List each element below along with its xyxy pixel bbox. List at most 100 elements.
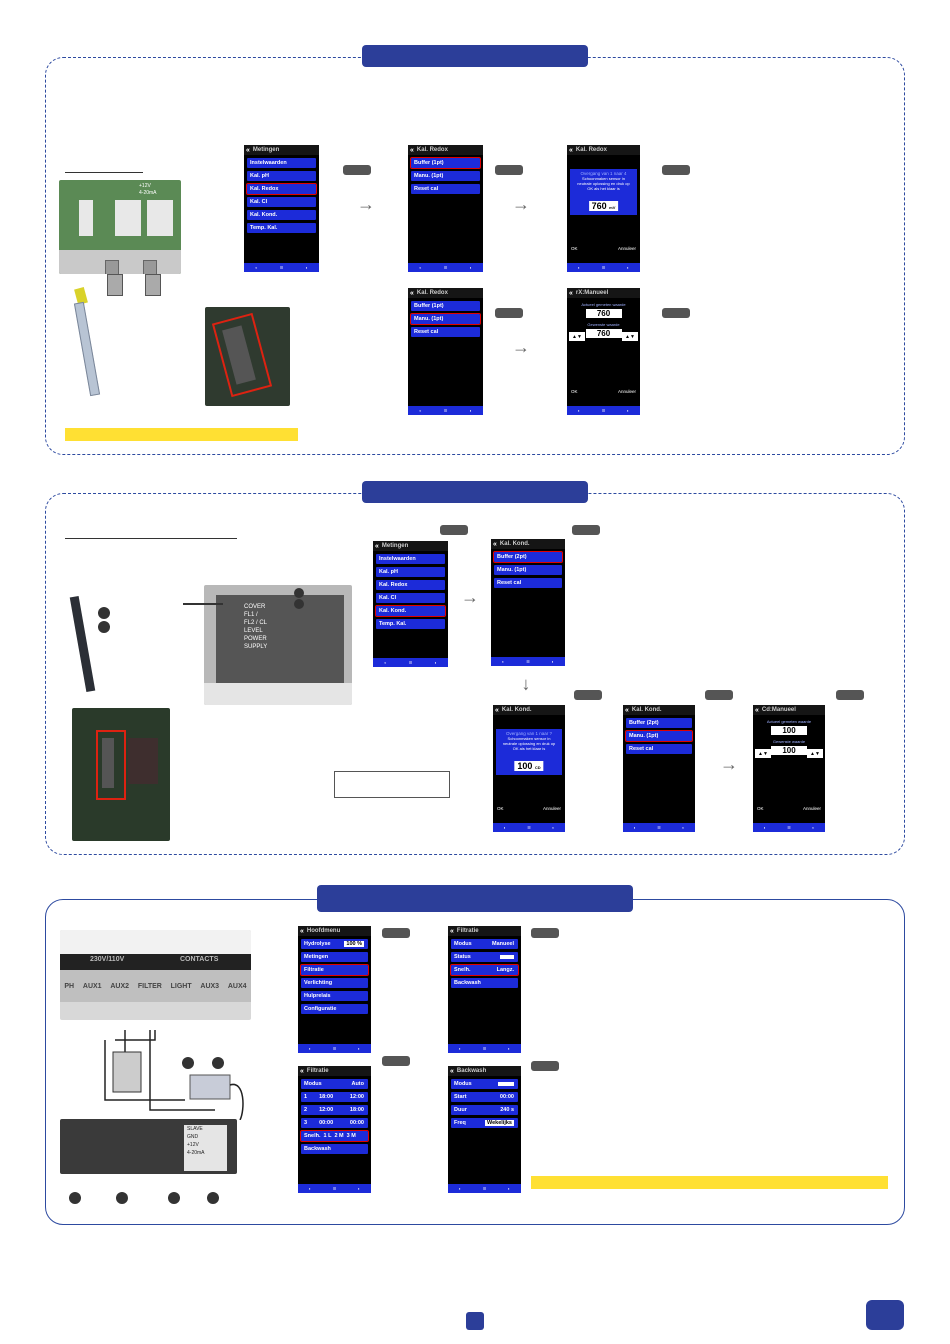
menu-icon[interactable]: ☰ (279, 265, 284, 270)
home-icon[interactable]: ◐ (503, 825, 507, 830)
info-icon[interactable]: ◐ (469, 408, 472, 413)
menu-item-manu[interactable]: Manu. (1pt) (625, 730, 693, 742)
back-icon[interactable]: « (300, 927, 304, 935)
info-icon[interactable]: ◐ (357, 1186, 361, 1191)
info-icon[interactable]: ◐ (507, 1186, 511, 1191)
info-icon[interactable]: ◐ (626, 408, 630, 413)
home-icon[interactable]: ◐ (419, 265, 422, 270)
menu-icon[interactable]: ☰ (443, 408, 448, 413)
home-icon[interactable]: ◐ (501, 659, 505, 664)
decrement-stepper[interactable]: ▲▼ (569, 332, 585, 341)
menu-item-reset-cal[interactable]: Reset cal (626, 744, 692, 754)
back-icon[interactable]: « (450, 1067, 454, 1075)
back-icon[interactable]: « (495, 706, 499, 714)
menu-item-instelwaarden[interactable]: Instelwaarden (247, 158, 316, 168)
menu-icon[interactable]: ☰ (482, 1186, 487, 1191)
back-icon[interactable]: « (410, 289, 414, 297)
info-icon[interactable]: ◐ (507, 1046, 511, 1051)
menu-icon[interactable]: ☰ (601, 265, 606, 270)
home-icon[interactable]: ◐ (255, 265, 258, 270)
info-icon[interactable]: ◐ (469, 265, 472, 270)
menu-item-buffer[interactable]: Buffer (2pt) (626, 718, 692, 728)
home-icon[interactable]: ◐ (384, 660, 387, 665)
home-icon[interactable]: ◐ (577, 265, 581, 270)
increment-stepper[interactable]: ▲▼ (807, 749, 823, 758)
menu-item-kal-redox[interactable]: Kal. Redox (376, 580, 445, 590)
menu-item-manu[interactable]: Manu. (1pt) (494, 565, 562, 575)
info-icon[interactable]: ◐ (811, 825, 815, 830)
back-icon[interactable]: « (493, 540, 497, 548)
menu-item-kal-redox[interactable]: Kal. Redox (246, 183, 317, 195)
ok-button[interactable]: OK (497, 806, 504, 811)
cancel-button[interactable]: Annuleer (617, 246, 636, 251)
info-icon[interactable]: ◐ (434, 660, 437, 665)
menu-item-temp-kal[interactable]: Temp. Kal. (247, 223, 316, 233)
menu-icon[interactable]: ☰ (482, 1046, 487, 1051)
back-icon[interactable]: « (625, 706, 629, 714)
row-backwash[interactable]: Backwash (451, 978, 518, 988)
menu-item-instelwaarden[interactable]: Instelwaarden (376, 554, 445, 564)
cancel-button[interactable]: Annuleer (802, 806, 821, 811)
menu-item-kal-cl[interactable]: Kal. Cl (376, 593, 445, 603)
menu-item-manu[interactable]: Manu. (1pt) (410, 313, 481, 325)
ok-button[interactable]: OK (571, 389, 578, 394)
ok-button[interactable]: OK (571, 246, 578, 251)
home-icon[interactable]: ◐ (308, 1186, 312, 1191)
menu-item-buffer[interactable]: Buffer (1pt) (410, 157, 481, 169)
back-icon[interactable]: « (410, 146, 414, 154)
menu-item-temp-kal[interactable]: Temp. Kal. (376, 619, 445, 629)
menu-item-kal-ph[interactable]: Kal. pH (376, 567, 445, 577)
row-snelheid[interactable]: Snelh.Langz. (450, 964, 519, 976)
back-icon[interactable]: « (450, 927, 454, 935)
info-icon[interactable]: ◐ (626, 265, 630, 270)
info-icon[interactable]: ◐ (357, 1046, 361, 1051)
menu-item-buffer[interactable]: Buffer (2pt) (493, 551, 563, 563)
home-icon[interactable]: ◐ (308, 1046, 312, 1051)
home-icon[interactable]: ◐ (577, 408, 581, 413)
home-icon[interactable]: ◐ (458, 1186, 462, 1191)
menu-item-manu[interactable]: Manu. (1pt) (411, 171, 480, 181)
menu-icon[interactable]: ☰ (526, 659, 530, 664)
increment-stepper[interactable]: ▲▼ (622, 332, 638, 341)
back-icon[interactable]: « (755, 706, 759, 714)
menu-item-reset-cal[interactable]: Reset cal (411, 327, 480, 337)
info-icon[interactable]: ◐ (551, 825, 555, 830)
back-icon[interactable]: « (375, 542, 379, 550)
row-modus[interactable]: Modus (451, 1079, 518, 1089)
info-icon[interactable]: ◐ (551, 659, 555, 664)
back-icon[interactable]: « (246, 146, 250, 154)
cancel-button[interactable]: Annuleer (542, 806, 561, 811)
cancel-button[interactable]: Annuleer (617, 389, 636, 394)
info-icon[interactable]: ◐ (681, 825, 685, 830)
decrement-stepper[interactable]: ▲▼ (755, 749, 771, 758)
home-icon[interactable]: ◐ (633, 825, 637, 830)
menu-item-reset-cal[interactable]: Reset cal (494, 578, 562, 588)
menu-item-metingen[interactable]: Metingen (301, 952, 368, 962)
menu-item-reset-cal[interactable]: Reset cal (411, 184, 480, 194)
menu-icon[interactable]: ☰ (443, 265, 448, 270)
ok-button[interactable]: OK (757, 806, 764, 811)
menu-icon[interactable]: ☰ (332, 1186, 337, 1191)
row-backwash[interactable]: Backwash (301, 1144, 368, 1154)
menu-icon[interactable]: ☰ (332, 1046, 337, 1051)
row-status[interactable]: Status (451, 952, 518, 962)
menu-item-kal-ph[interactable]: Kal. pH (247, 171, 316, 181)
menu-icon[interactable]: ☰ (787, 825, 791, 830)
menu-item-buffer[interactable]: Buffer (1pt) (411, 301, 480, 311)
home-icon[interactable]: ◐ (458, 1046, 462, 1051)
home-icon[interactable]: ◐ (419, 408, 422, 413)
menu-icon[interactable]: ☰ (527, 825, 531, 830)
back-icon[interactable]: « (569, 146, 573, 154)
desired-value-input[interactable]: 100 (771, 746, 807, 755)
home-icon[interactable]: ◐ (763, 825, 767, 830)
menu-item-hulprelais[interactable]: Hulprelais (301, 991, 368, 1001)
